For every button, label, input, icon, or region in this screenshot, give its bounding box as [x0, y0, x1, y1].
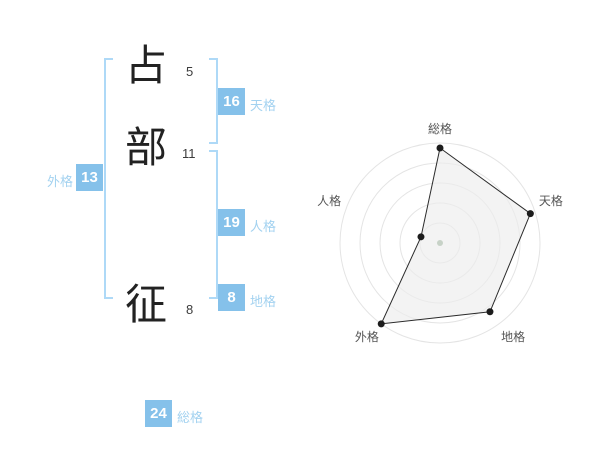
radar-axis-label-1: 天格	[539, 193, 563, 208]
radar-axis-label-3: 外格	[355, 329, 379, 344]
jinkaku-label: 人格	[250, 219, 277, 234]
full-name-bracket	[104, 58, 113, 299]
radar-axis-label-2: 地格	[501, 329, 525, 344]
radar-axis-label-0: 総格	[428, 121, 452, 136]
jinkaku-bracket	[209, 150, 218, 299]
radar-point-1	[526, 210, 534, 218]
radar-point-2	[486, 308, 494, 316]
tenkaku-label: 天格	[250, 98, 277, 113]
gaikaku-value-box: 13	[76, 164, 103, 191]
chikaku-value-box: 8	[218, 284, 245, 311]
given-char-1-strokes: 8	[186, 302, 194, 317]
tenkaku-bracket	[209, 58, 218, 144]
jinkaku-value-box: 19	[218, 209, 245, 236]
radar-point-0	[436, 144, 444, 152]
given-char-1: 征	[124, 280, 167, 329]
surname-char-1: 占	[124, 41, 167, 90]
radar-point-4	[417, 233, 425, 241]
tenkaku-value-box: 16	[218, 88, 245, 115]
surname-char-2: 部	[124, 123, 167, 172]
radar-point-3	[377, 320, 385, 328]
surname-char-1-strokes: 5	[186, 64, 194, 79]
radar-axis-label-4: 人格	[317, 193, 341, 208]
gaikaku-label: 外格	[47, 174, 74, 189]
chikaku-label: 地格	[250, 294, 277, 309]
surname-char-2-strokes: 11	[182, 146, 196, 161]
soukaku-value-box: 24	[145, 400, 172, 427]
soukaku-label: 総格	[177, 410, 204, 425]
